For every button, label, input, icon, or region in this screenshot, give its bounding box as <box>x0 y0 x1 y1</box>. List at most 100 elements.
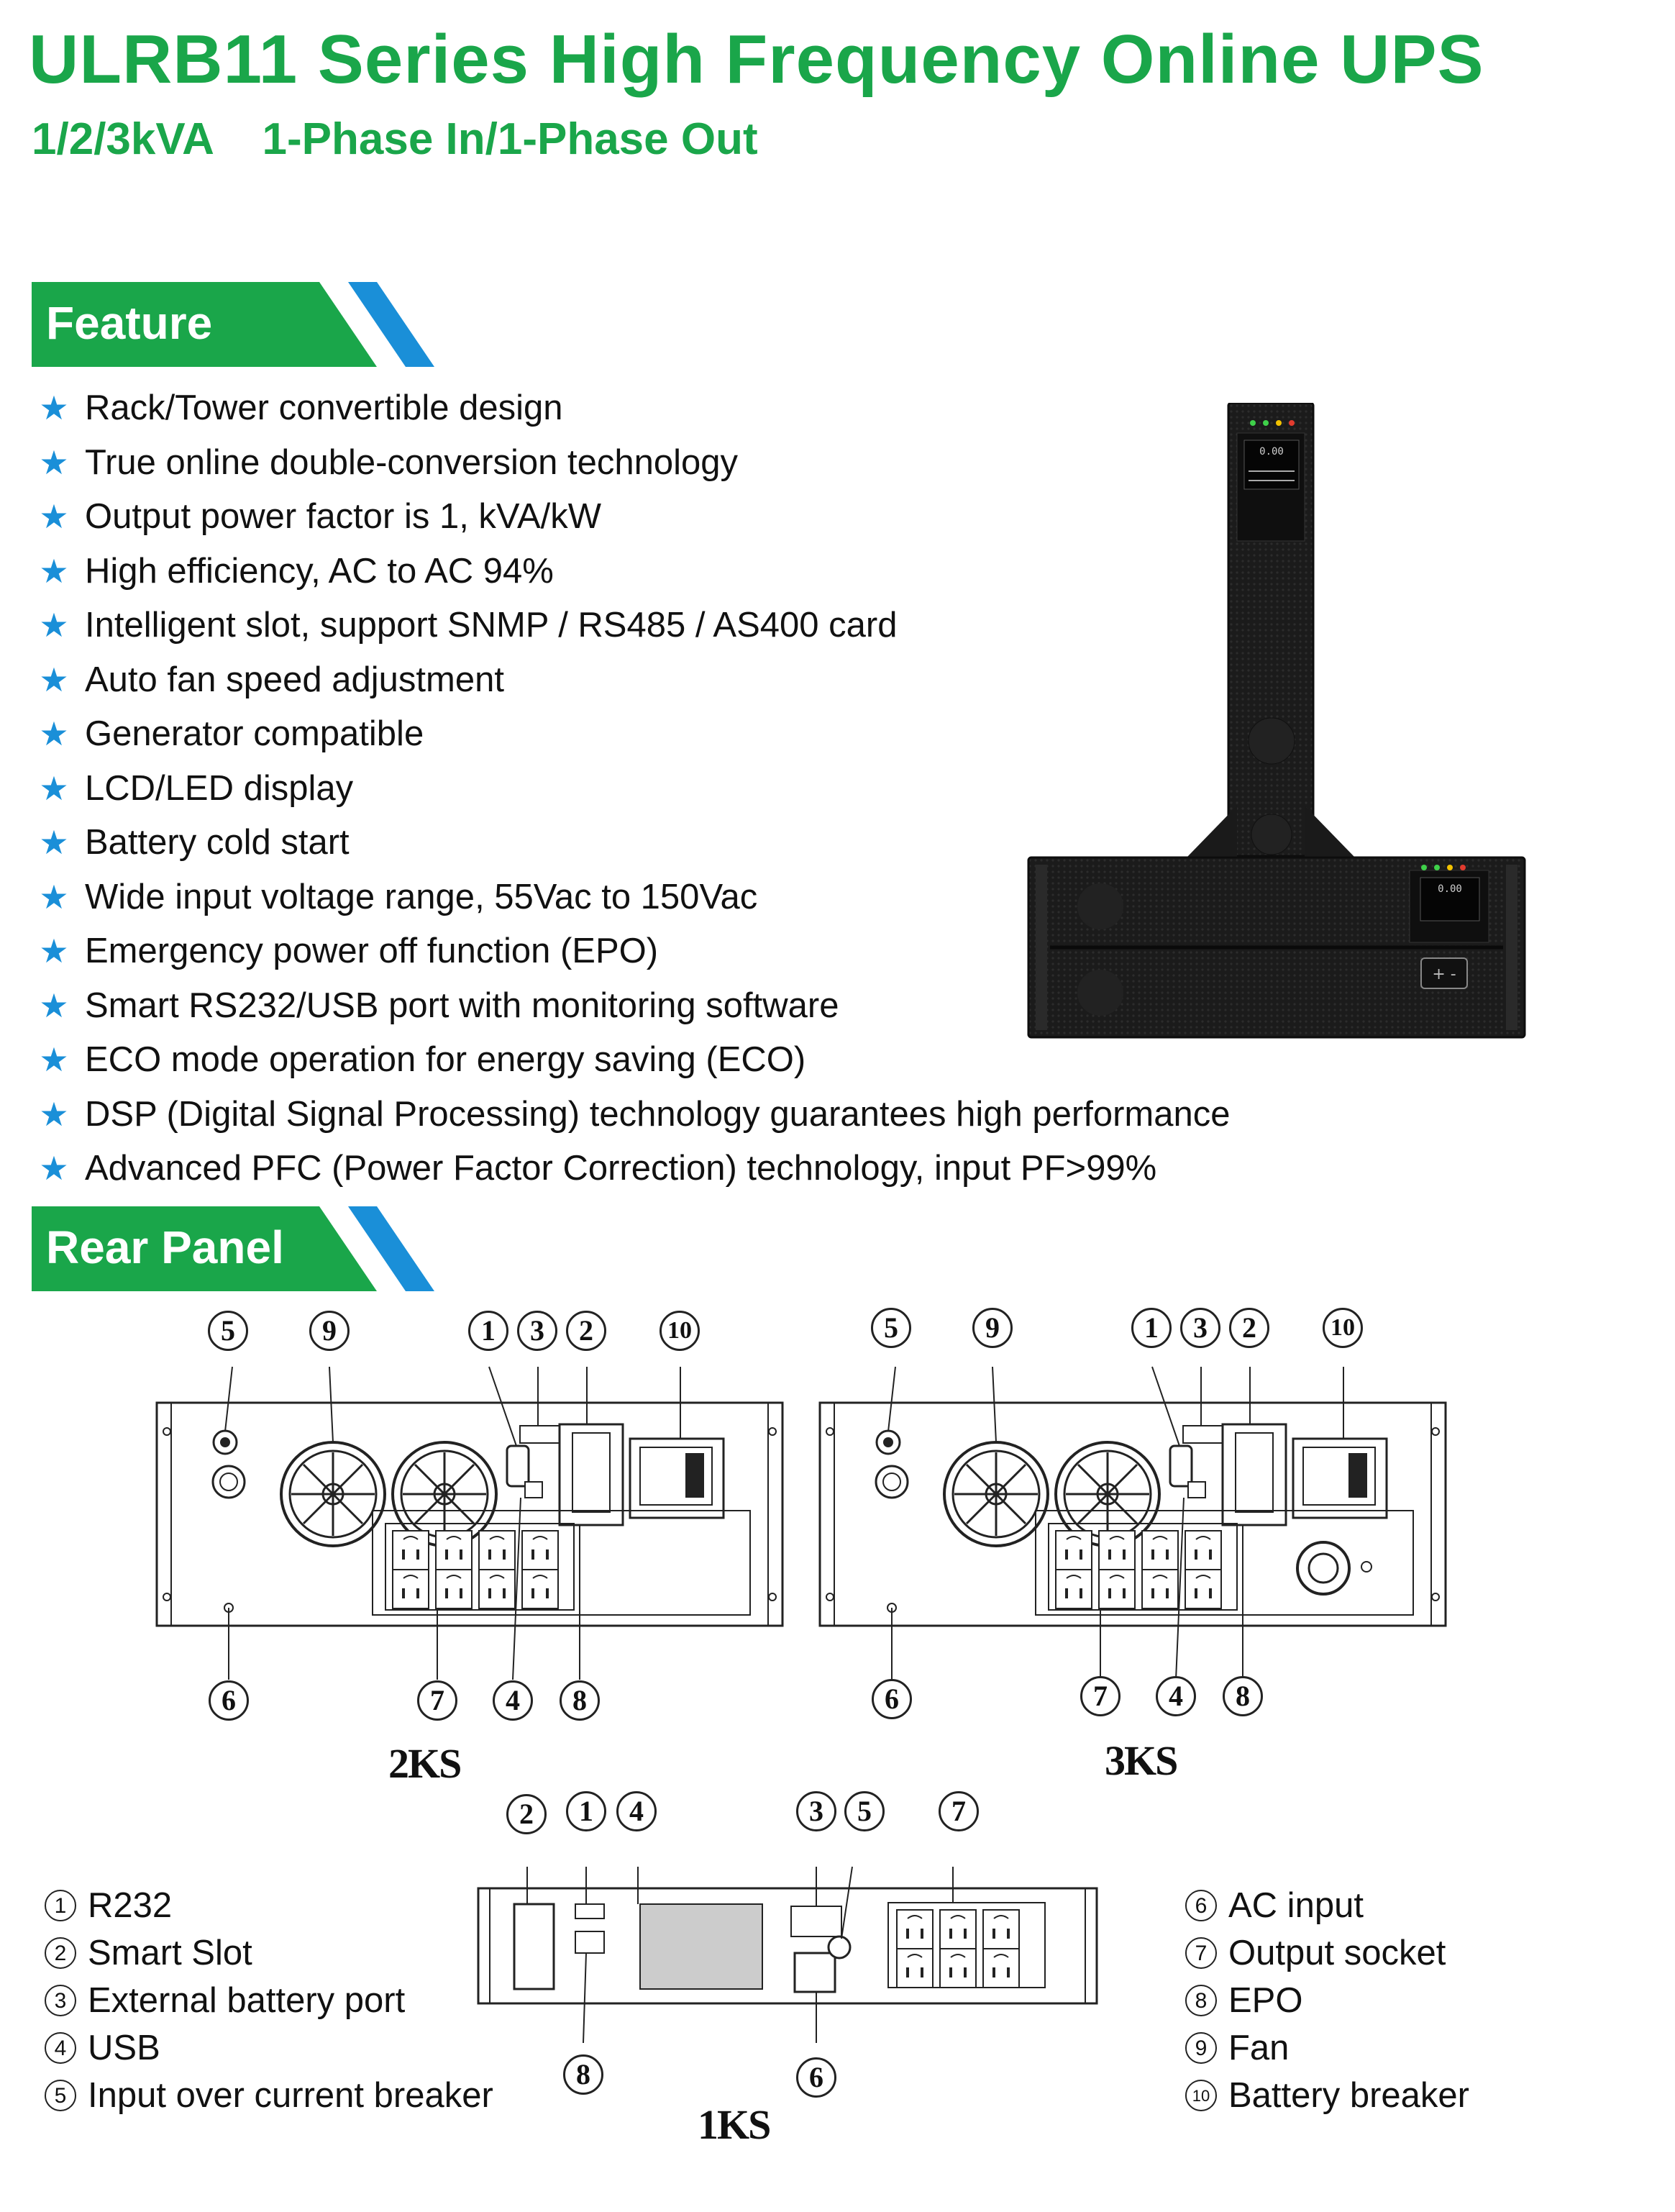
feature-item: ★ Generator compatible <box>39 707 1230 762</box>
callout-7: 7 <box>417 1680 457 1721</box>
star-icon: ★ <box>39 606 69 644</box>
feature-item: ★ True online double-conversion technolog… <box>39 436 1230 491</box>
feature-item-text: Intelligent slot, support SNMP / RS485 /… <box>85 606 898 645</box>
feature-section-banner: Feature <box>32 282 434 367</box>
callout-8: 8 <box>560 1680 600 1721</box>
legend-number: 2 <box>45 1937 76 1969</box>
legend-label: Input over current breaker <box>88 2076 493 2115</box>
feature-item-text: Generator compatible <box>85 714 424 753</box>
legend-number: 4 <box>45 2032 76 2064</box>
star-icon: ★ <box>39 443 69 481</box>
callout-6: 6 <box>796 2057 836 2098</box>
feature-item-text: DSP (Digital Signal Processing) technolo… <box>85 1094 1231 1134</box>
feature-item-text: Output power factor is 1, kVA/kW <box>85 497 602 536</box>
legend-number: 3 <box>45 1985 76 2016</box>
legend-number: 1 <box>45 1890 76 1921</box>
feature-item: ★ Intelligent slot, support SNMP / RS485 … <box>39 598 1230 653</box>
callout-1: 1 <box>566 1791 606 1831</box>
ups-product-image: 0.00 0.00 + - <box>1021 401 1532 1050</box>
banner-shape <box>32 282 434 367</box>
feature-item-text: ECO mode operation for energy saving (EC… <box>85 1040 806 1079</box>
star-icon: ★ <box>39 986 69 1024</box>
feature-item: ★ Emergency power off function (EPO) <box>39 924 1230 979</box>
feature-item: ★ ECO mode operation for energy saving (E… <box>39 1033 1230 1088</box>
callout-7: 7 <box>939 1791 979 1831</box>
star-icon: ★ <box>39 715 69 752</box>
callout-2: 2 <box>506 1794 547 1834</box>
feature-item: ★ DSP (Digital Signal Processing) technol… <box>39 1088 1230 1142</box>
legend-label: USB <box>88 2029 160 2067</box>
callout-8: 8 <box>1223 1676 1263 1716</box>
callout-8: 8 <box>563 2054 603 2095</box>
star-icon: ★ <box>39 552 69 590</box>
legend-label: AC input <box>1228 1886 1364 1925</box>
star-icon: ★ <box>39 878 69 916</box>
callout-1: 1 <box>1131 1308 1172 1348</box>
star-icon: ★ <box>39 824 69 861</box>
feature-item: ★Battery cold start <box>39 816 1230 870</box>
callout-3: 3 <box>517 1311 557 1351</box>
feature-item: ★Advanced PFC (Power Factor Correction) … <box>39 1142 1230 1196</box>
callout-1: 1 <box>468 1311 508 1351</box>
battery-badge-icon: + - <box>1432 965 1456 983</box>
feature-item-text: Rack/Tower convertible design <box>85 388 563 427</box>
feature-item: ★ Output power factor is 1, kVA/kW <box>39 490 1230 545</box>
legend-label: R232 <box>88 1886 173 1925</box>
model-label-3ks: 3KS <box>1105 1737 1178 1784</box>
callout-5: 5 <box>844 1791 885 1831</box>
callout-4: 4 <box>493 1680 533 1721</box>
feature-item-text: Smart RS232/USB port with monitoring sof… <box>85 986 839 1025</box>
star-icon: ★ <box>39 1150 69 1187</box>
legend-number: 5 <box>45 2080 76 2111</box>
feature-item-text: True online double-conversion technology <box>85 442 738 482</box>
callout-2: 2 <box>566 1311 606 1351</box>
legend-number: 9 <box>1185 2032 1217 2064</box>
star-icon: ★ <box>39 1095 69 1133</box>
star-icon: ★ <box>39 389 69 427</box>
legend-number: 6 <box>1185 1890 1217 1921</box>
callout-6: 6 <box>872 1679 912 1719</box>
star-icon: ★ <box>39 660 69 698</box>
star-icon: ★ <box>39 498 69 535</box>
callout-9: 9 <box>309 1311 350 1351</box>
feature-item-text: High efficiency, AC to AC 94% <box>85 551 554 591</box>
callout-9: 9 <box>972 1308 1013 1348</box>
callout-4: 4 <box>1156 1676 1196 1716</box>
page-title: ULRB11 Series High Frequency Online UPS <box>29 21 1484 98</box>
model-label-1ks: 1KS <box>698 2101 771 2148</box>
feature-item: ★ High efficiency, AC to AC 94% <box>39 545 1230 599</box>
feature-item-text: Wide input voltage range, 55Vac to 150Va… <box>85 877 758 916</box>
star-icon: ★ <box>39 932 69 970</box>
legend-item: 4 USB <box>45 2024 493 2072</box>
rear-panel-heading: Rear Panel <box>46 1221 284 1273</box>
rack-lcd-readout: 0.00 <box>1438 883 1462 895</box>
legend-number: 7 <box>1185 1937 1217 1969</box>
legend-item: 1 R232 <box>45 1882 493 1929</box>
callout-3: 3 <box>1180 1308 1220 1348</box>
feature-item-text: Auto fan speed adjustment <box>85 660 504 699</box>
legend-label: Output socket <box>1228 1934 1446 1972</box>
legend-item: 6 AC input <box>1185 1882 1469 1929</box>
feature-item: ★ Smart RS232/USB port with monitoring so… <box>39 979 1230 1034</box>
legend-label: EPO <box>1228 1981 1303 2020</box>
legend-item: 8 EPO <box>1185 1977 1469 2024</box>
legend-number: 8 <box>1185 1985 1217 2016</box>
star-icon: ★ <box>39 1041 69 1078</box>
legend-label: External battery port <box>88 1981 406 2020</box>
feature-item-text: LCD/LED display <box>85 768 354 808</box>
feature-item-text: Emergency power off function (EPO) <box>85 932 659 970</box>
feature-item: ★ Rack/Tower convertible design <box>39 381 1230 436</box>
feature-item: ★LCD/LED display <box>39 762 1230 816</box>
callout-6: 6 <box>209 1680 249 1721</box>
callout-7: 7 <box>1080 1676 1121 1716</box>
feature-list: ★ Rack/Tower convertible design ★ True onl… <box>39 381 1230 1196</box>
legend-item: 5 Input over current breaker <box>45 2072 493 2119</box>
model-label-2ks: 2KS <box>388 1740 462 1787</box>
rear-panel-section-banner: Rear Panel <box>32 1206 434 1291</box>
